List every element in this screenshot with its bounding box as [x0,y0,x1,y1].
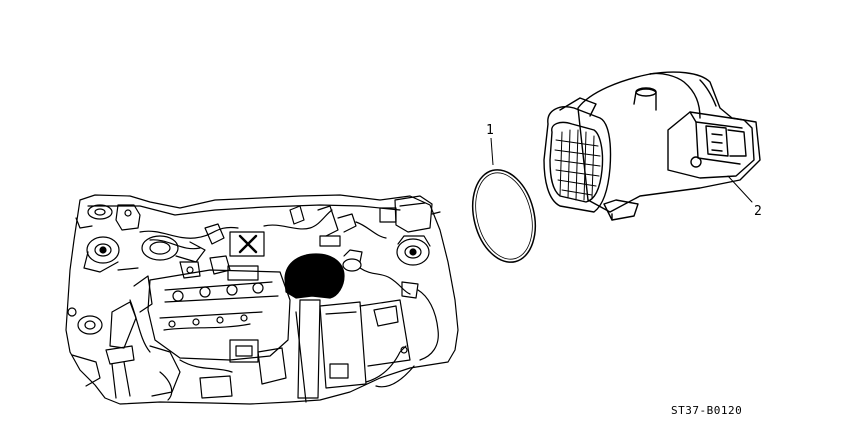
intake-duct [284,253,345,299]
engine-bay-outline [65,194,459,405]
right-strut-tower [396,235,431,266]
engine-block [147,255,291,401]
battery [295,299,411,403]
marked-box [229,231,265,257]
left-components [67,267,153,399]
leader-line-2 [727,175,753,203]
callout-1: 1 [486,123,494,138]
air-meter-grille [554,129,601,201]
leader-line-1 [490,137,494,166]
gasket-ring [471,169,537,263]
engine-bay-illustration [65,194,459,405]
air-flow-meter-part-2 [543,71,761,221]
gasket-part-1 [471,137,537,263]
left-strut-tower [83,204,120,273]
sensor-connector [667,111,755,179]
reservoir [379,195,441,233]
callout-2: 2 [754,204,762,219]
diagram-reference-code: ST37-B0120 [671,404,742,417]
